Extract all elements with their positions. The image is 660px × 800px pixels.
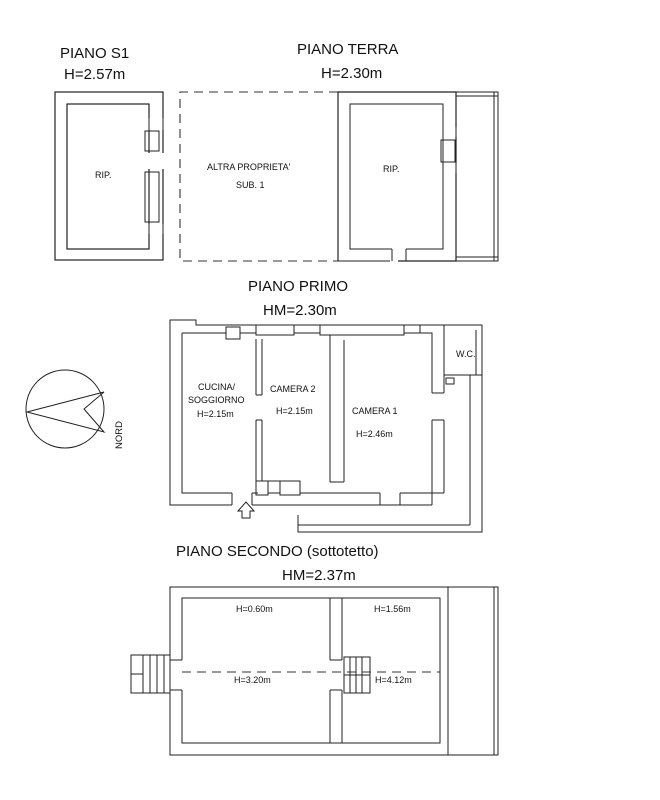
primo-wc-label: W.C. <box>456 349 476 359</box>
secondo-height-top-right: H=1.56m <box>374 604 411 614</box>
piano-primo-plan: W.C. CUCINA/ SOGGIORNO H=2.15m CAMERA 2 … <box>169 319 483 533</box>
piano-terra-title: PIANO TERRA <box>297 41 398 58</box>
primo-kitchen-height: H=2.15m <box>197 409 234 419</box>
piano-s1-height: H=2.57m <box>64 66 125 83</box>
piano-secondo-plan: H=0.60m H=1.56m H=3.20m H=4.12m <box>130 586 499 756</box>
north-compass-icon: NORD <box>25 369 125 449</box>
s1-room-label: RIP. <box>95 170 111 180</box>
piano-terra-plan: ALTRA PROPRIETA' SUB. 1 RIP. <box>179 91 499 262</box>
primo-camera2-height: H=2.15m <box>276 406 313 416</box>
secondo-height-top-left: H=0.60m <box>236 604 273 614</box>
secondo-height-bottom-right: H=4.12m <box>375 675 412 685</box>
piano-primo-title: PIANO PRIMO <box>248 278 348 295</box>
piano-terra-height: H=2.30m <box>321 65 382 82</box>
primo-camera2-label: CAMERA 2 <box>270 384 316 394</box>
piano-s1-plan: RIP. <box>54 91 164 261</box>
terra-other-property: ALTRA PROPRIETA' <box>207 162 291 172</box>
compass-label: NORD <box>114 421 125 449</box>
piano-s1-title: PIANO S1 <box>60 45 129 62</box>
terra-sub: SUB. 1 <box>236 180 265 190</box>
primo-kitchen-label-line2: SOGGIORNO <box>188 395 245 405</box>
primo-camera1-height: H=2.46m <box>356 429 393 439</box>
terra-room-label: RIP. <box>383 164 399 174</box>
primo-kitchen-label-line1: CUCINA/ <box>198 382 236 392</box>
piano-secondo-title: PIANO SECONDO (sottotetto) <box>176 543 379 560</box>
secondo-height-bottom-left: H=3.20m <box>234 675 271 685</box>
piano-secondo-height: HM=2.37m <box>282 567 356 584</box>
primo-camera1-label: CAMERA 1 <box>352 406 398 416</box>
piano-primo-height: HM=2.30m <box>263 302 337 319</box>
